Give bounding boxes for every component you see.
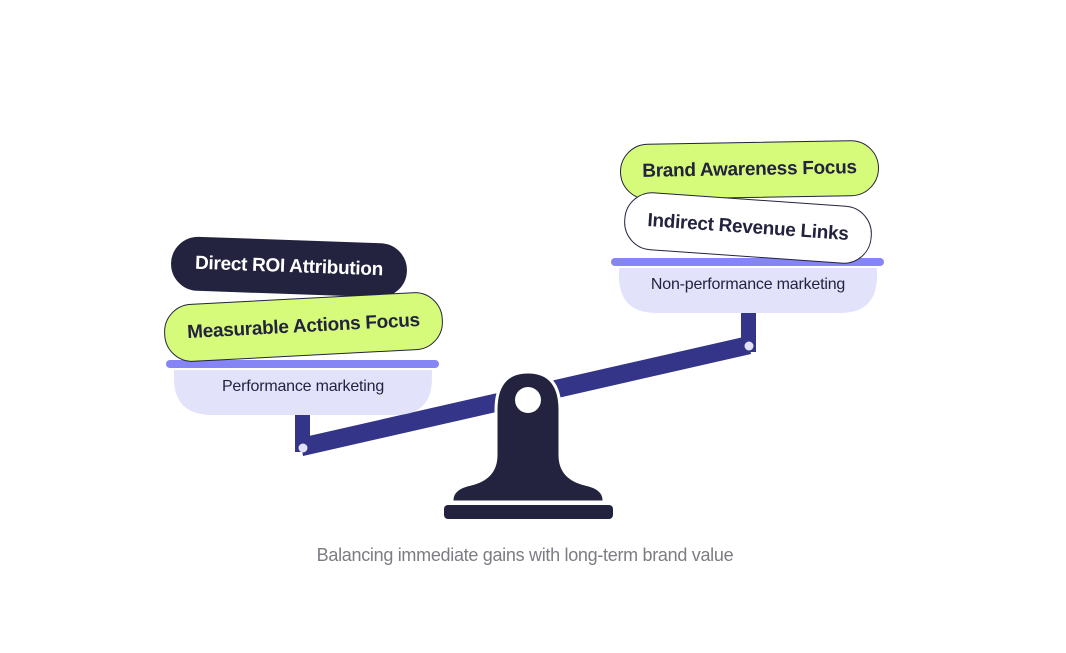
scale-stand [450, 370, 606, 504]
scale-base [444, 505, 613, 519]
pill-direct-roi-attribution: Direct ROI Attribution [170, 235, 408, 299]
left-pivot-dot [298, 443, 308, 453]
stand-pivot-hole [515, 387, 541, 413]
left-pan-bowl [174, 370, 432, 415]
left-pan-label: Performance marketing [221, 378, 385, 395]
left-hanger [295, 412, 310, 452]
diagram-caption: Balancing immediate gains with long-term… [316, 545, 734, 565]
pill-label: Direct ROI Attribution [194, 252, 384, 281]
pill-label: Indirect Revenue Links [646, 210, 850, 246]
right-pan-label: Non-performance marketing [650, 276, 846, 293]
right-pivot-dot [744, 341, 754, 351]
pill-label: Measurable Actions Focus [186, 309, 421, 344]
pill-label: Brand Awareness Focus [642, 157, 857, 182]
left-pan-rim [166, 360, 439, 368]
right-hanger [741, 312, 756, 352]
pill-brand-awareness-focus: Brand Awareness Focus [619, 139, 880, 201]
right-pan-bowl [619, 268, 877, 313]
